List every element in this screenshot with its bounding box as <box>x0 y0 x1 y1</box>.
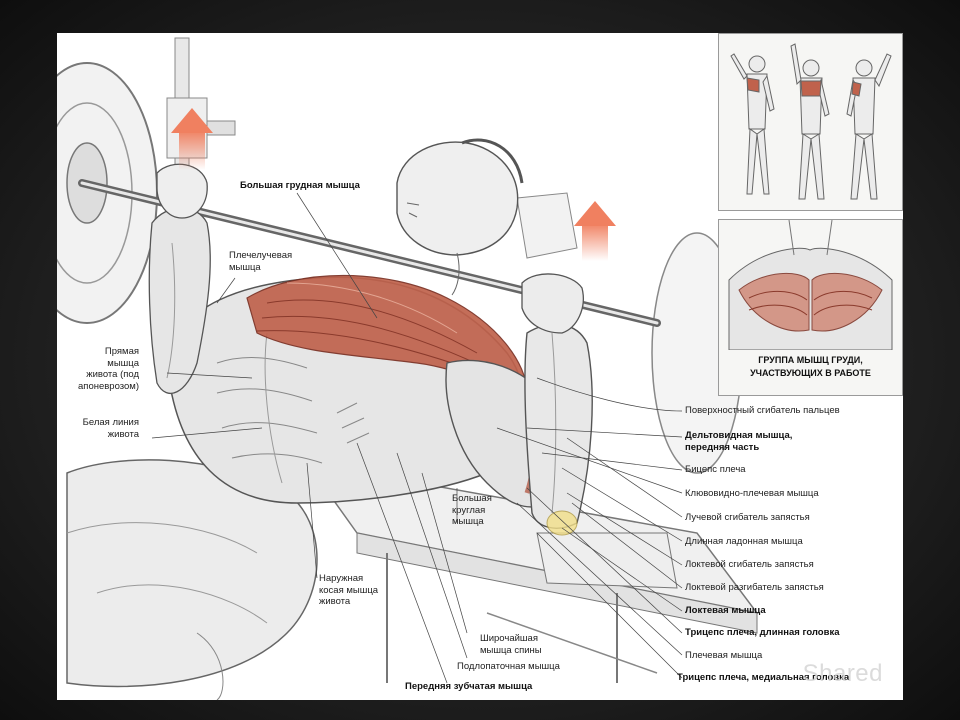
label-flexor-carpi-radialis: Лучевой сгибатель запястья <box>685 512 810 523</box>
bench-press-illustration <box>57 37 759 700</box>
panel-muscle-figures <box>718 33 903 211</box>
label-triceps-medial: Трицепс плеча, медиальная головка <box>677 672 850 683</box>
label-latissimus: Широчайшая мышца спины <box>480 633 542 656</box>
label-palmaris-longus: Длинная ладонная мышца <box>685 536 803 547</box>
label-flexor-digitorum: Поверхностный сгибатель пальцев <box>685 405 840 416</box>
arrow-up-right-icon <box>574 201 616 261</box>
slide: Большая грудная мышца Плечелучевая мышца… <box>57 33 903 700</box>
label-anconeus: Локтевая мышца <box>685 605 766 616</box>
label-deltoid-anterior: Дельтовидная мышца, передняя часть <box>685 430 793 453</box>
label-external-oblique: Наружная косая мышца живота <box>319 573 379 607</box>
figures-illustration <box>730 43 892 200</box>
arrow-up-left-icon <box>171 108 213 170</box>
head <box>396 138 524 296</box>
bench <box>305 192 759 683</box>
label-brachialis: Плечевая мышца <box>685 650 763 661</box>
label-pectoralis-major: Большая грудная мышца <box>240 180 360 191</box>
chest-illustration <box>728 219 893 351</box>
watermark: Shared <box>802 660 883 687</box>
panel-chest-muscles: ГРУППА МЫШЦ ГРУДИ, УЧАСТВУЮЩИХ В РАБОТЕ <box>718 219 903 396</box>
label-flexor-carpi-ulnaris: Локтевой сгибатель запястья <box>685 559 814 570</box>
label-linea-alba: Белая линия живота <box>82 417 139 440</box>
leader-lines <box>151 192 683 684</box>
label-rectus-abdominis: Прямая мышца живота (под апоневрозом) <box>78 346 139 392</box>
label-serratus-anterior: Передняя зубчатая мышца <box>405 681 533 692</box>
panel-caption: ГРУППА МЫШЦ ГРУДИ, УЧАСТВУЮЩИХ В РАБОТЕ <box>750 355 871 378</box>
label-coracobrachialis: Клювовидно-плечевая мышца <box>685 488 819 499</box>
legs <box>66 459 318 700</box>
label-infraspinatus: Подлопаточная мышца <box>457 661 560 672</box>
label-triceps-long: Трицепс плеча, длинная головка <box>685 627 840 638</box>
label-brachioradialis: Плечелучевая мышца <box>229 250 293 273</box>
arm-right <box>445 273 593 536</box>
label-teres-major: Большая круглая мышца <box>452 493 492 527</box>
label-extensor-carpi-ulnaris: Локтевой разгибатель запястья <box>685 582 824 593</box>
label-biceps: Бицепс плеча <box>685 464 746 475</box>
